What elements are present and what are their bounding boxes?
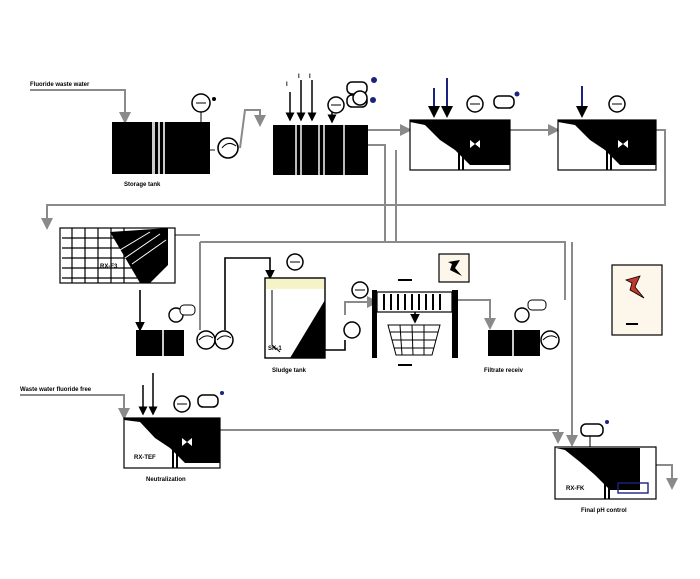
detail-panel	[611, 264, 663, 336]
dosing-arrows: I I I	[285, 74, 337, 124]
final-ph-label: Final pH control	[581, 508, 627, 514]
reactor-rx-tef: RX-TEF Neutralization	[123, 417, 221, 483]
input-label-top: Fluoride waste water	[30, 82, 90, 88]
rx-f3-label: RX-F3	[100, 264, 118, 270]
clarifier-rx-f3: RX-F3	[59, 227, 176, 284]
sludge-buffer-tank	[136, 304, 196, 356]
rx-fk-label: RX-FK	[566, 486, 585, 492]
level-gauge-icon	[191, 93, 216, 122]
sludge-tank-label: Sludge tank	[272, 368, 307, 374]
rx-f2-label: RX-F2	[568, 156, 583, 162]
reactor-rx-fk: RX-FK Final pH control	[554, 420, 657, 514]
svg-text:I: I	[309, 74, 311, 80]
sludge-tank: SK-1 Sludge tank	[264, 253, 326, 374]
neutralization-label: Neutralization	[146, 477, 186, 483]
sludge-lines	[135, 257, 420, 351]
reactor-rx-f2: RX-F2	[557, 119, 657, 171]
instrument-cluster-icon	[327, 77, 377, 114]
svg-text:I: I	[298, 74, 300, 80]
rx-f1-instruments	[428, 78, 520, 118]
filter-press	[343, 279, 458, 366]
pipe-network	[20, 89, 678, 490]
input-label-bottom: Waste water fluoride free	[20, 387, 92, 393]
reactor-rx-f1: RX-F1	[409, 119, 511, 171]
rx-tef-label: RX-TEF	[134, 455, 156, 461]
rx-f1-label: RX-F1	[420, 156, 435, 162]
filtrate-receiver: Filtrate receiv	[484, 299, 560, 374]
storage-tank-label: Storage tank	[124, 182, 161, 188]
sludge-tank-tag: SK-1	[268, 346, 282, 352]
reaction-tank-1	[273, 125, 368, 175]
rx-f2-instruments	[576, 86, 626, 118]
storage-tank: Storage tank	[112, 122, 210, 188]
svg-text:I: I	[286, 82, 288, 88]
neutralization-dosing	[138, 373, 224, 416]
warning-sign-icon	[438, 253, 470, 283]
twin-pump-icon	[196, 330, 234, 350]
pump-icon	[217, 137, 239, 159]
filtrate-receiver-label: Filtrate receiv	[484, 368, 524, 374]
